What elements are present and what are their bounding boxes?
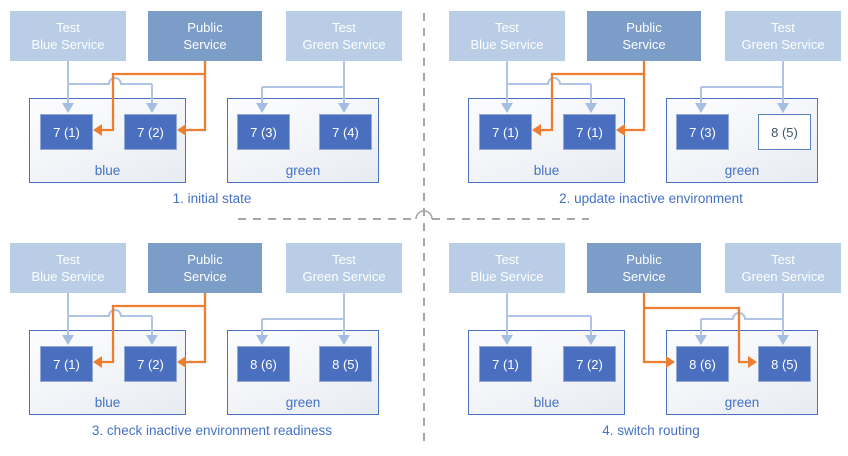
pod: 7 (3) bbox=[237, 114, 290, 150]
quadrant-update-inactive-environment: Test Blue Service Public Service Test Gr… bbox=[424, 0, 848, 228]
pod: 7 (3) bbox=[676, 114, 729, 150]
quadrant-caption: 4. switch routing bbox=[602, 423, 700, 438]
service-label-line1: Test bbox=[771, 252, 795, 267]
environment-label: blue bbox=[533, 163, 560, 178]
service-label-line2: Blue Service bbox=[470, 37, 544, 52]
environment-label: blue bbox=[533, 395, 560, 410]
green-environment-box: 8 (6) 8 (5) green bbox=[666, 330, 818, 415]
environment-label: green bbox=[285, 163, 321, 178]
environment-label: green bbox=[724, 163, 760, 178]
test-green-service-box: Test Green Service bbox=[286, 11, 402, 61]
green-environment-box: 8 (6) 8 (5) green bbox=[227, 330, 379, 415]
service-label-line1: Test bbox=[495, 252, 519, 267]
service-label-line2: Service bbox=[622, 269, 666, 284]
service-label-line2: Service bbox=[183, 269, 227, 284]
pod: 7 (2) bbox=[563, 346, 616, 382]
pod: 7 (1) bbox=[479, 346, 532, 382]
blue-environment-box: 7 (1) 7 (2) blue bbox=[29, 98, 186, 183]
environment-label: green bbox=[724, 395, 760, 410]
test-blue-service-box: Test Blue Service bbox=[10, 243, 126, 293]
service-label-line2: Green Service bbox=[741, 37, 825, 52]
pod: 8 (6) bbox=[237, 346, 290, 382]
service-label-line2: Blue Service bbox=[31, 269, 105, 284]
test-blue-service-box: Test Blue Service bbox=[449, 243, 565, 293]
test-green-service-box: Test Green Service bbox=[286, 243, 402, 293]
pod: 7 (1) bbox=[479, 114, 532, 150]
service-label-line2: Service bbox=[183, 37, 227, 52]
service-label-line1: Public bbox=[626, 252, 662, 267]
service-label-line1: Test bbox=[771, 20, 795, 35]
environment-label: blue bbox=[94, 163, 121, 178]
quadrant-check-inactive-environment-readiness: Test Blue Service Public Service Test Gr… bbox=[0, 228, 424, 456]
service-label-line1: Public bbox=[187, 252, 223, 267]
quadrant-caption: 1. initial state bbox=[172, 191, 252, 206]
pod: 7 (1) bbox=[40, 114, 93, 150]
quadrant-caption: 2. update inactive environment bbox=[559, 191, 743, 206]
pod: 7 (2) bbox=[124, 114, 177, 150]
test-green-service-box: Test Green Service bbox=[725, 11, 841, 61]
blue-environment-box: 7 (1) 7 (2) blue bbox=[29, 330, 186, 415]
pod: 7 (4) bbox=[319, 114, 372, 150]
service-label-line2: Blue Service bbox=[470, 269, 544, 284]
blue-environment-box: 7 (1) 7 (1) blue bbox=[468, 98, 625, 183]
service-label-line2: Service bbox=[622, 37, 666, 52]
pod: 7 (2) bbox=[124, 346, 177, 382]
pod: 7 (1) bbox=[563, 114, 616, 150]
test-blue-service-box: Test Blue Service bbox=[449, 11, 565, 61]
pod: 8 (5) bbox=[319, 346, 372, 382]
service-label-line2: Green Service bbox=[741, 269, 825, 284]
service-label-line1: Public bbox=[626, 20, 662, 35]
pod: 8 (5) bbox=[758, 346, 811, 382]
quadrant-switch-routing: Test Blue Service Public Service Test Gr… bbox=[424, 228, 848, 456]
service-label-line1: Test bbox=[495, 20, 519, 35]
service-label-line2: Green Service bbox=[302, 37, 386, 52]
pod: 7 (1) bbox=[40, 346, 93, 382]
environment-label: blue bbox=[94, 395, 121, 410]
green-environment-box: 7 (3) 7 (4) green bbox=[227, 98, 379, 183]
quadrant-initial-state: Test Blue Service Public Service Test Gr… bbox=[0, 0, 424, 228]
public-service-box: Public Service bbox=[148, 11, 262, 61]
test-green-service-box: Test Green Service bbox=[725, 243, 841, 293]
quadrant-caption: 3. check inactive environment readiness bbox=[91, 423, 333, 438]
pod: 8 (6) bbox=[676, 346, 729, 382]
public-service-box: Public Service bbox=[148, 243, 262, 293]
service-label-line1: Test bbox=[56, 252, 80, 267]
service-label-line2: Green Service bbox=[302, 269, 386, 284]
public-service-box: Public Service bbox=[587, 243, 701, 293]
service-label-line1: Public bbox=[187, 20, 223, 35]
green-environment-box: 7 (3) 8 (5) green bbox=[666, 98, 818, 183]
service-label-line1: Test bbox=[332, 20, 356, 35]
service-label-line2: Blue Service bbox=[31, 37, 105, 52]
pod-starting: 8 (5) bbox=[758, 114, 811, 150]
service-label-line1: Test bbox=[332, 252, 356, 267]
environment-label: green bbox=[285, 395, 321, 410]
public-service-box: Public Service bbox=[587, 11, 701, 61]
test-blue-service-box: Test Blue Service bbox=[10, 11, 126, 61]
service-label-line1: Test bbox=[56, 20, 80, 35]
blue-environment-box: 7 (1) 7 (2) blue bbox=[468, 330, 625, 415]
